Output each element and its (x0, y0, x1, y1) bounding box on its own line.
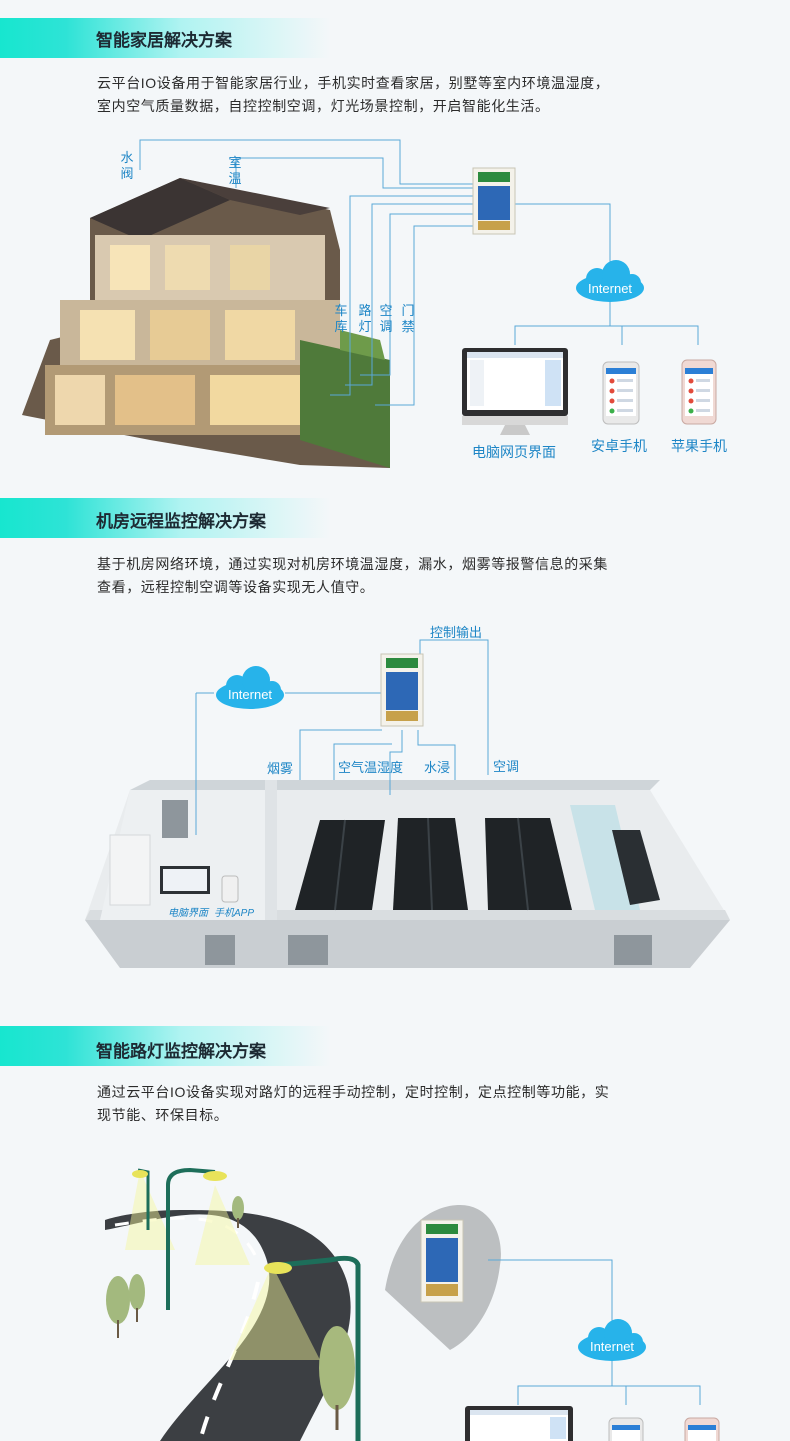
caption-apple: 苹果手机 (671, 438, 727, 454)
server-room-illustration (85, 780, 730, 968)
monitor-icon (465, 1406, 573, 1441)
label-room-temp: 室 温 (228, 155, 242, 186)
section-description: 云平台IO设备用于智能家居行业，手机实时查看家居，别墅等室内环境温湿度， 室内空… (97, 75, 610, 114)
label-pc-ui: 电脑界面 (168, 908, 208, 919)
street-light-diagram: Internet (105, 1167, 720, 1441)
smart-home-diagram: Internet (22, 139, 717, 468)
label-app: 手机APP (214, 908, 255, 919)
tree-icon (129, 1274, 145, 1322)
tree-icon (106, 1276, 130, 1338)
label-smoke: 烟雾 (267, 761, 294, 776)
label-water-valve: 水 阀 (120, 150, 134, 181)
section-description: 基于机房网络环境，通过实现对机房环境温湿度，漏水，烟雾等报警信息的采集 查看，远… (97, 556, 608, 595)
internet-label: Internet (590, 1339, 634, 1354)
section-smart-home: 智能家居解决方案 云平台IO设备用于智能家居行业，手机实时查看家居，别墅等室内环… (0, 0, 790, 490)
server-room-diagram: Internet (85, 639, 730, 968)
section-title: 智能家居解决方案 (96, 31, 232, 50)
label-control-output: 控制输出 (430, 625, 483, 640)
io-device-icon (420, 1219, 464, 1303)
io-device-icon (472, 167, 516, 235)
section-title: 智能路灯监控解决方案 (96, 1042, 266, 1061)
tree-icon (319, 1326, 355, 1430)
label-street-light: 路 灯 (358, 303, 372, 334)
tree-icon (232, 1196, 244, 1228)
label-ac: 空 调 (379, 303, 393, 334)
label-garage: 车 库 (334, 303, 348, 334)
house-illustration (22, 178, 390, 468)
label-air-th: 空气温湿度 (338, 760, 404, 775)
street-lamp-icon (264, 1255, 361, 1441)
phone-icon (681, 359, 717, 425)
internet-label: Internet (228, 687, 272, 702)
cloud-icon: Internet (578, 1319, 646, 1361)
section-server-room: 机房远程监控解决方案 基于机房网络环境，通过实现对机房环境温湿度，漏水，烟雾等报… (0, 490, 790, 1020)
cloud-icon: Internet (576, 260, 644, 302)
monitor-icon (462, 348, 568, 435)
section-banner (0, 498, 330, 538)
section-banner (0, 18, 330, 58)
phone-icon (684, 1417, 720, 1441)
io-device-icon (380, 653, 424, 727)
section-description: 通过云平台IO设备实现对路灯的远程手动控制，定时控制，定点控制等功能，实 现节能… (97, 1084, 610, 1123)
phone-icon (602, 361, 640, 425)
cloud-icon: Internet (216, 666, 284, 709)
label-water: 水浸 (424, 760, 451, 775)
section-title: 机房远程监控解决方案 (96, 512, 266, 531)
label-ac: 空调 (493, 759, 520, 774)
street-lamp-icon (166, 1167, 227, 1310)
section-street-light: 智能路灯监控解决方案 通过云平台IO设备实现对路灯的远程手动控制，定时控制，定点… (0, 1020, 790, 1441)
street-lamp-icon (132, 1168, 150, 1230)
internet-label: Internet (588, 281, 632, 296)
label-access: 门 禁 (401, 303, 415, 334)
section-banner (0, 1026, 330, 1066)
caption-pc: 电脑网页界面 (472, 444, 556, 460)
phone-icon (608, 1417, 644, 1441)
caption-android: 安卓手机 (591, 438, 647, 454)
